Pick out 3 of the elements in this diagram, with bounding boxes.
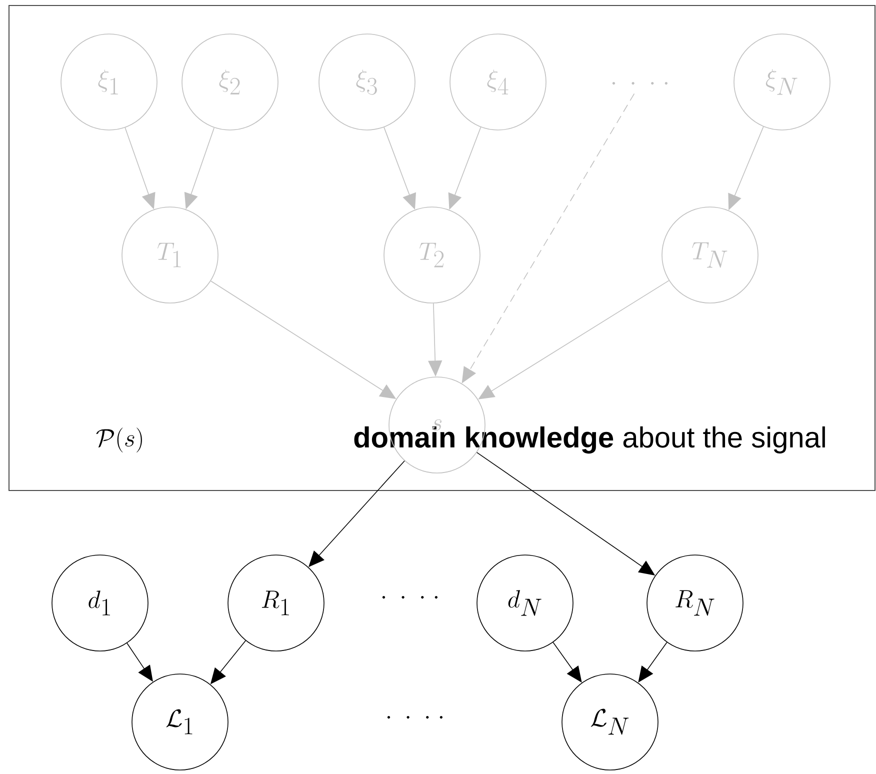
ellipsis: $\cdot\;\cdot\;\cdot\;\cdot$ (382, 596, 438, 599)
ellipsis: $\cdot\;\cdot\;\cdot\;\cdot$ (612, 82, 668, 85)
ellipsis: $\cdot\;\cdot\;\cdot\;\cdot$ (387, 716, 443, 719)
